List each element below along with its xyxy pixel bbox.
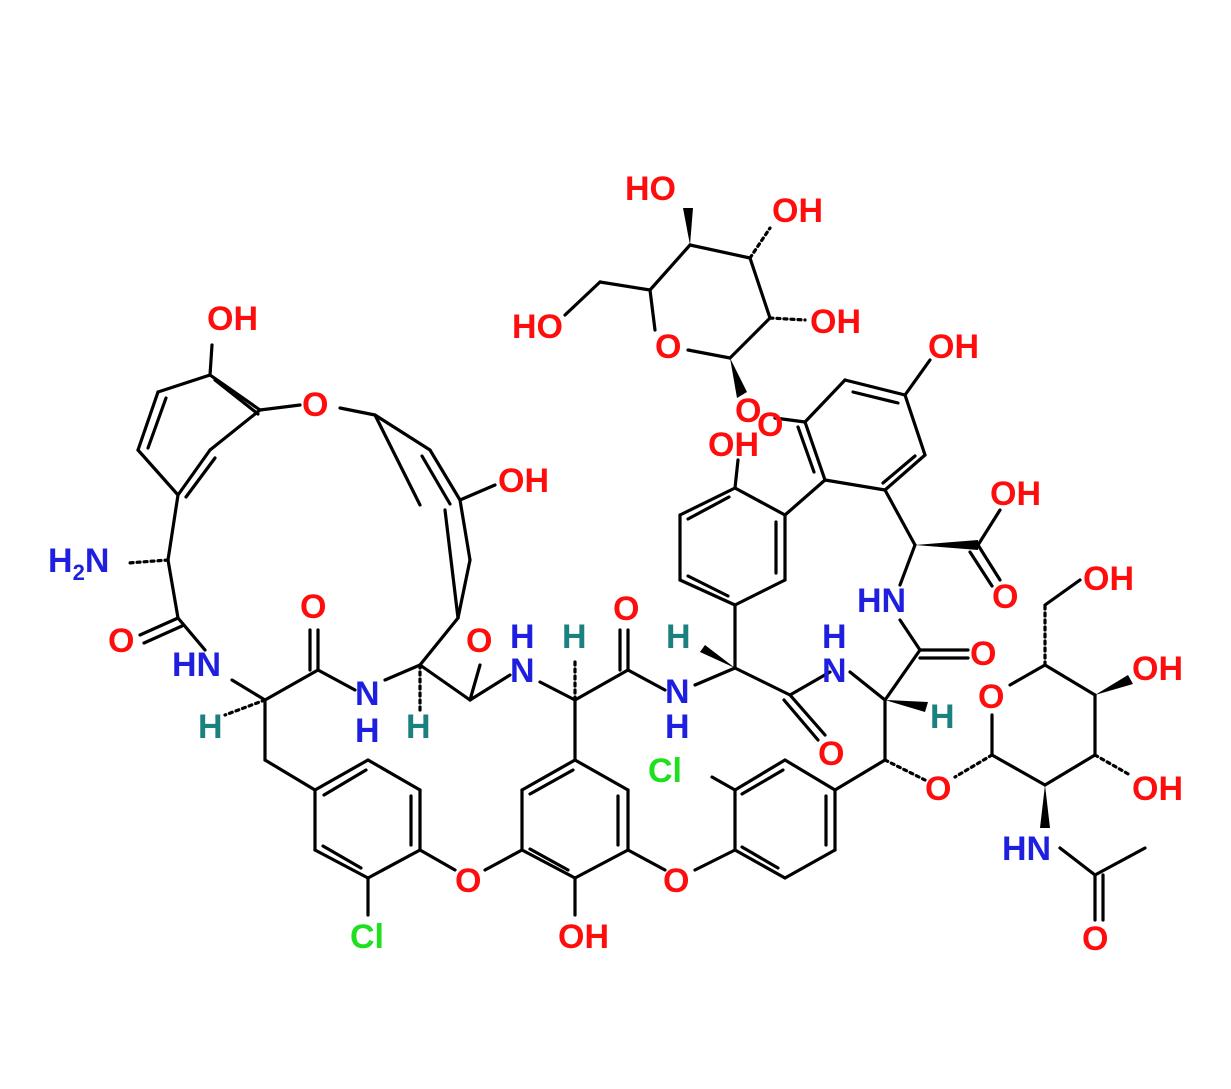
label-nh-5-n: N	[822, 652, 847, 690]
label-o-sugar2-ring: O	[978, 678, 1004, 716]
label-o-amide3: O	[466, 622, 492, 660]
label-cooh-o: O	[992, 578, 1018, 616]
label-oh-bottom: OH	[558, 918, 609, 956]
label-h-4: H	[666, 618, 691, 656]
label-h-1: H	[198, 708, 223, 746]
label-o-ether-left: O	[455, 862, 481, 900]
label-oh-glc-right: OH	[810, 303, 861, 341]
label-nh-4-h: H	[665, 708, 690, 746]
label-oh-left-ring: OH	[207, 300, 258, 338]
label-nh-5-h: H	[822, 618, 847, 656]
label-oh-resorcinol: OH	[928, 328, 979, 366]
label-o-amide1: O	[108, 622, 134, 660]
label-cl-right: Cl	[648, 752, 682, 790]
label-o-amide4: O	[613, 590, 639, 628]
label-nh-acetyl: HN	[1002, 830, 1051, 868]
label-o-resorcinol: O	[757, 406, 783, 444]
label-h2n: H2N	[48, 542, 109, 585]
label-o-acetyl: O	[1082, 920, 1108, 958]
label-ho-glc-ch2: HO	[512, 308, 563, 346]
label-o-ether-right: O	[663, 862, 689, 900]
label-o-amide2: O	[300, 588, 326, 626]
bond-skeleton	[126, 208, 1147, 922]
label-o-glycosidic: O	[735, 392, 761, 430]
label-nh-3-h: H	[510, 618, 535, 656]
atom-labels: HO OH HO OH O O OH OH O OH O OH OH OH O …	[48, 170, 1183, 958]
label-o-amide7: O	[970, 635, 996, 673]
label-oh-glc-top: OH	[772, 192, 823, 230]
label-hn-1: HN	[172, 646, 221, 684]
label-cooh-oh: OH	[990, 475, 1041, 513]
label-h-2: H	[406, 708, 431, 746]
label-o-glc-ring: O	[655, 328, 681, 366]
label-nh-4-n: N	[665, 673, 690, 711]
label-oh-ch2-sugar2: OH	[1083, 560, 1134, 598]
label-oh-phenol-top: OH	[708, 426, 759, 464]
label-ho-glc-top: HO	[625, 170, 676, 208]
label-oh-sugar2-b: OH	[1132, 770, 1183, 808]
label-hn-6: HN	[857, 582, 906, 620]
label-cl-left: Cl	[350, 918, 384, 956]
label-oh-sugar2-a: OH	[1132, 650, 1183, 688]
label-o-diaryl-ether-top: O	[302, 386, 328, 424]
label-h-3: H	[562, 618, 587, 656]
label-nh-3-n: N	[510, 652, 535, 690]
label-o-sugar2-link: O	[925, 770, 951, 808]
label-nh-2-n: N	[355, 675, 380, 713]
label-h-5: H	[930, 698, 955, 736]
label-nh-2-h: H	[355, 712, 380, 750]
label-oh-mid-ring: OH	[498, 462, 549, 500]
label-o-amide5: O	[818, 735, 844, 773]
